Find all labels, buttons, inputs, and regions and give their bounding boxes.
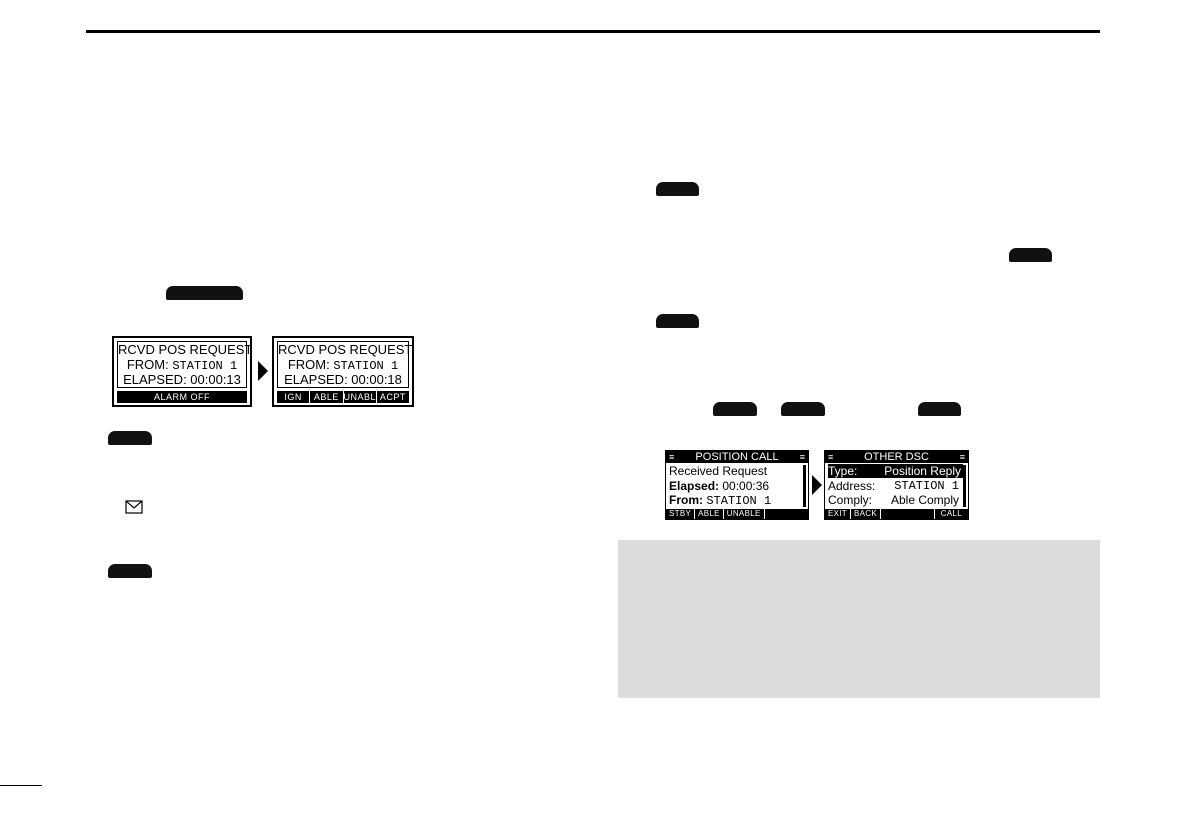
screen-line-3: ELAPSED: 00:00:18 [284,372,402,387]
from-value: STATION 1 [172,359,238,373]
from-label: From: [669,493,703,507]
softkey-unable[interactable]: UNABLE [342,391,376,403]
scrollbar[interactable] [963,465,966,507]
scrollbar[interactable] [803,465,806,507]
address-label: Address: [828,479,876,493]
screen-line-2: Elapsed: 00:00:36 [669,479,769,493]
from-value: STATION 1 [333,359,399,373]
screen-title: ≡ POSITION CALL ≡ [666,451,808,463]
screen-line-3: From: STATION 1 [669,493,771,508]
elapsed-label: Elapsed: [669,479,720,493]
lcd-screen-other-dsc: ≡ OTHER DSC ≡ Type: Position Reply Addre… [824,450,969,520]
softkey-back[interactable]: BACK [851,509,881,519]
softkey-icon [656,182,699,196]
type-label: Type: [828,464,858,478]
screen-line-1: RCVD POS REQUEST [278,342,413,357]
arrow-right-icon [258,361,268,381]
softkey-stby[interactable]: STBY [666,509,696,519]
screen-line-1: Received Request [669,464,768,478]
arrow-right-icon [812,475,822,495]
softkey-icon [108,564,152,578]
softkey-bar: IGN ABLE UNABLE ACPT [277,391,409,403]
comply-value: Able Comply [890,493,959,507]
lcd-screen-position-call: ≡ POSITION CALL ≡ Received Request Elaps… [665,450,809,520]
type-value: Position Reply [884,464,961,478]
softkey-unable[interactable]: UNABLE [724,509,765,519]
softkey-bar: EXIT BACK CALL [825,509,968,519]
screen-line-2: FROM: STATION 1 [278,357,408,374]
screen-title-text: OTHER DSC [864,451,929,463]
softkey-call[interactable]: CALL [933,509,968,519]
softkey-alarm-off[interactable]: ALARM OFF [153,392,210,402]
softkey-icon [918,402,961,416]
alarm-off-key-icon [166,286,243,300]
screen-line-2: Address: STATION 1 [828,479,961,493]
screen-line-3: Comply: Able Comply [828,493,961,507]
softkey-icon [713,402,757,416]
softkey-icon [108,431,152,445]
lcd-display: RCVD POS REQUEST FROM: STATION 1 ELAPSED… [277,341,413,388]
from-label: FROM: [126,357,169,372]
softkey-ign[interactable]: IGN [284,392,302,402]
softkey-bar: STBY ABLE UNABLE [666,509,808,519]
screen-line-3: ELAPSED: 00:00:13 [123,372,241,387]
screen-title-text: POSITION CALL [695,451,779,463]
address-value: STATION 1 [894,479,959,493]
from-label: FROM: [287,357,330,372]
from-value: STATION 1 [706,494,772,508]
envelope-icon [125,500,143,514]
lcd-screen-alarm: RCVD POS REQUEST FROM: STATION 1 ELAPSED… [112,336,252,407]
softkey-icon [781,402,825,416]
lcd-display: RCVD POS REQUEST FROM: STATION 1 ELAPSED… [117,341,253,388]
page-number-rule [0,785,42,786]
softkey-bar: ALARM OFF [117,391,247,403]
softkey-acpt[interactable]: ACPT [375,391,409,403]
screen-line-1: Type: Position Reply [828,464,963,478]
softkey-exit[interactable]: EXIT [825,509,851,519]
screen-title: ≡ OTHER DSC ≡ [825,451,968,463]
softkey-able[interactable]: ABLE [695,509,724,519]
screen-line-2: FROM: STATION 1 [118,357,246,374]
comply-label: Comply: [828,493,873,507]
elapsed-value: 00:00:36 [722,479,770,493]
screen-line-1: RCVD POS REQUEST [118,342,253,357]
note-box [618,540,1100,698]
lcd-screen-reply-options: RCVD POS REQUEST FROM: STATION 1 ELAPSED… [272,336,414,407]
softkey-icon [656,314,699,328]
top-rule [86,30,1100,33]
softkey-able[interactable]: ABLE [309,391,342,403]
softkey-icon [1009,248,1052,262]
